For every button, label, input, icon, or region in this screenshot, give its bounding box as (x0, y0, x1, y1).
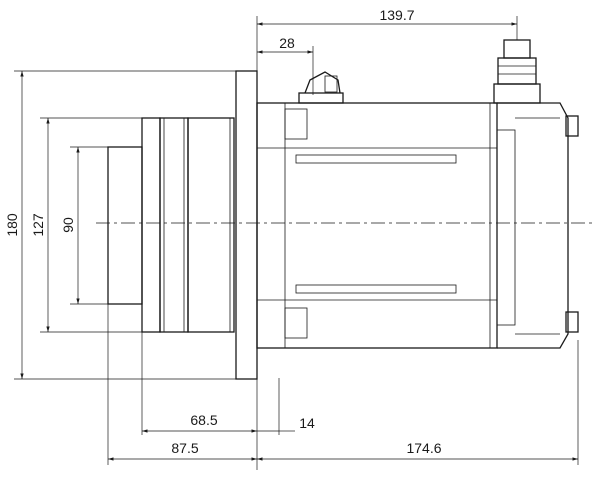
front-pilot (107, 117, 235, 333)
dim-174-6: 174.6 (406, 440, 441, 456)
dim-87-5: 87.5 (171, 440, 198, 456)
dim-90: 90 (60, 217, 76, 233)
power-connector (298, 71, 344, 104)
dimension-lines (20, 22, 578, 461)
rear-cover (496, 102, 579, 349)
mounting-flange (235, 70, 258, 380)
dim-28: 28 (279, 35, 295, 51)
extension-lines (14, 16, 579, 470)
dim-127: 127 (30, 213, 46, 237)
dim-180: 180 (4, 213, 20, 237)
dim-68-5: 68.5 (190, 412, 217, 428)
dim-14: 14 (299, 415, 315, 431)
signal-connector (493, 39, 541, 104)
dim-139-7: 139.7 (379, 7, 414, 23)
motor-body (256, 102, 498, 349)
